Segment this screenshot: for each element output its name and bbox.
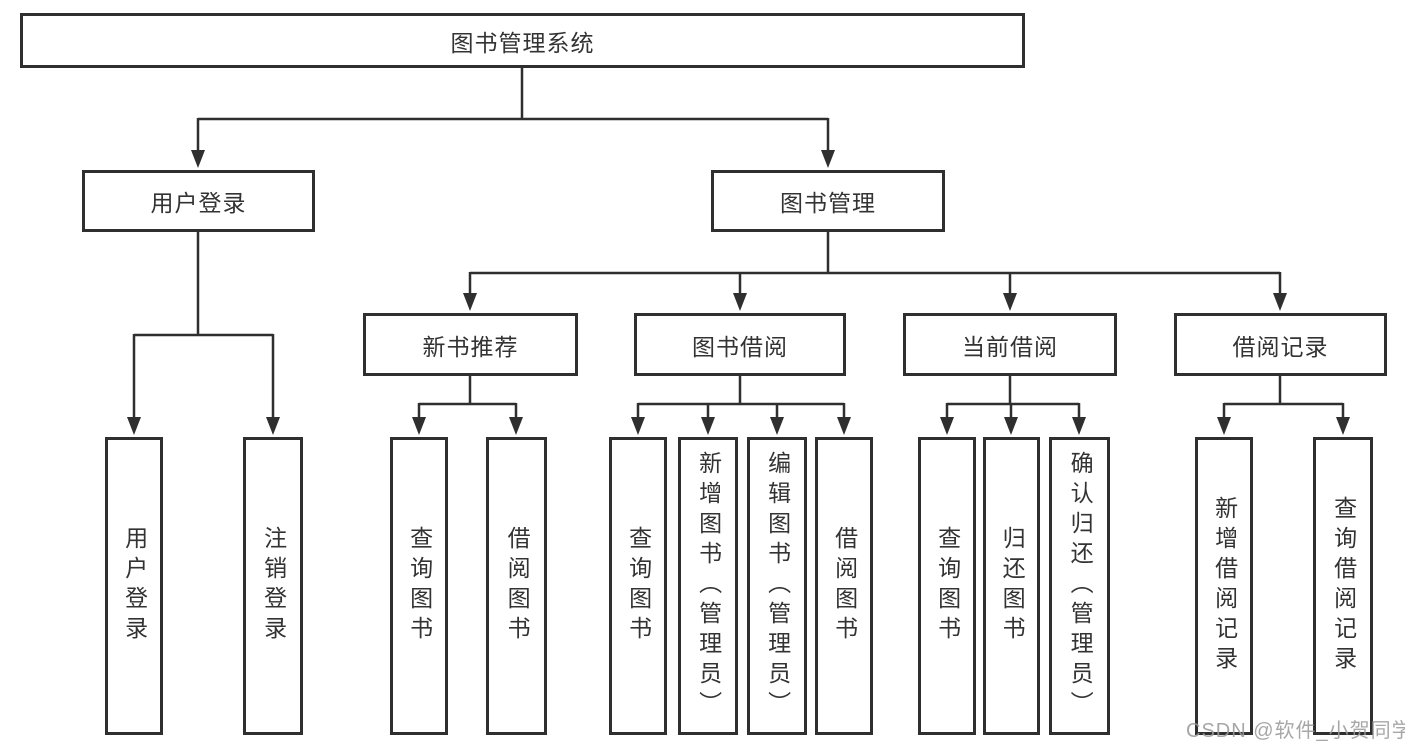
node-book-management-label: 图书管理 (780, 190, 876, 216)
arrowhead-icon (770, 417, 784, 435)
node-library-system-label: 图书管理系统 (450, 29, 595, 56)
node-book-management: 图书管理 (711, 170, 945, 232)
connector-bookmgmt-to-level3 (468, 232, 1282, 295)
watermark: CSDN @软件_小贺同学 (1186, 720, 1405, 742)
leaf-borrow-books-recommend-label: 借阅图书 (504, 526, 531, 646)
leaf-borrow-books-borrowing-label: 借阅图书 (831, 526, 858, 646)
leaf-borrow-books-borrowing: 借阅图书 (815, 437, 873, 735)
arrowhead-icon (266, 417, 280, 435)
leaf-add-book-admin: 新增图书（管理员） (678, 437, 738, 735)
leaf-confirm-return-admin-label: 确认归还（管理员） (1067, 451, 1094, 721)
arrowhead-icon (1217, 417, 1231, 435)
leaf-return-books: 归还图书 (983, 437, 1040, 735)
connector-current-to-leaves (945, 376, 1081, 419)
leaf-query-books-borrowing: 查询图书 (609, 437, 667, 735)
leaf-return-books-label: 归还图书 (999, 526, 1026, 646)
arrowhead-icon (127, 417, 141, 435)
leaf-user-login-label: 用户登录 (121, 526, 148, 646)
node-new-book-recommendation: 新书推荐 (363, 313, 578, 376)
arrowhead-icon (1273, 293, 1287, 311)
node-current-borrowing-label: 当前借阅 (962, 333, 1058, 360)
arrowhead-icon (821, 150, 835, 168)
arrowhead-icon (1004, 417, 1018, 435)
leaf-logout-label: 注销登录 (260, 526, 287, 646)
node-library-system: 图书管理系统 (20, 13, 1025, 68)
arrowhead-icon (191, 150, 205, 168)
arrowhead-icon (1072, 417, 1086, 435)
leaf-user-login: 用户登录 (105, 437, 163, 735)
connector-root-to-level2 (196, 68, 830, 152)
node-book-borrowing-label: 图书借阅 (692, 333, 788, 360)
node-new-book-recommendation-label: 新书推荐 (422, 333, 519, 360)
leaf-confirm-return-admin: 确认归还（管理员） (1049, 437, 1110, 735)
leaf-query-books-recommend: 查询图书 (390, 437, 448, 735)
arrowhead-icon (940, 417, 954, 435)
node-borrowing-records: 借阅记录 (1174, 313, 1387, 376)
leaf-query-books-recommend-label: 查询图书 (406, 526, 433, 646)
leaf-query-borrow-record-label: 查询借阅记录 (1330, 496, 1357, 676)
node-user-login-label: 用户登录 (150, 190, 247, 216)
node-current-borrowing: 当前借阅 (903, 313, 1117, 376)
connector-borrowing-to-leaves (636, 376, 846, 419)
leaf-borrow-books-recommend: 借阅图书 (486, 437, 547, 735)
arrowhead-icon (631, 417, 645, 435)
arrowhead-icon (1003, 293, 1017, 311)
leaf-query-books-borrowing-label: 查询图书 (625, 526, 652, 646)
leaf-add-borrow-record-label: 新增借阅记录 (1211, 496, 1238, 676)
leaf-edit-book-admin-label: 编辑图书（管理员） (764, 451, 791, 721)
connector-recommend-to-leaves (417, 376, 518, 419)
leaf-edit-book-admin: 编辑图书（管理员） (747, 437, 807, 735)
arrowhead-icon (412, 417, 426, 435)
leaf-logout: 注销登录 (243, 437, 303, 735)
leaf-add-book-admin-label: 新增图书（管理员） (695, 451, 722, 721)
leaf-query-books-current-label: 查询图书 (934, 526, 961, 646)
node-borrowing-records-label: 借阅记录 (1232, 333, 1329, 360)
connector-userlogin-to-leaves (132, 232, 275, 419)
arrowhead-icon (733, 293, 747, 311)
arrowheads (127, 150, 1350, 435)
leaf-add-borrow-record: 新增借阅记录 (1195, 437, 1253, 735)
connector-records-to-leaves (1222, 376, 1345, 419)
node-user-login: 用户登录 (82, 170, 315, 232)
arrowhead-icon (463, 293, 477, 311)
arrowhead-icon (509, 417, 523, 435)
leaf-query-borrow-record: 查询借阅记录 (1313, 437, 1373, 735)
arrowhead-icon (837, 417, 851, 435)
leaf-query-books-current: 查询图书 (918, 437, 976, 735)
arrowhead-icon (701, 417, 715, 435)
node-book-borrowing: 图书借阅 (634, 313, 846, 376)
arrowhead-icon (1336, 417, 1350, 435)
